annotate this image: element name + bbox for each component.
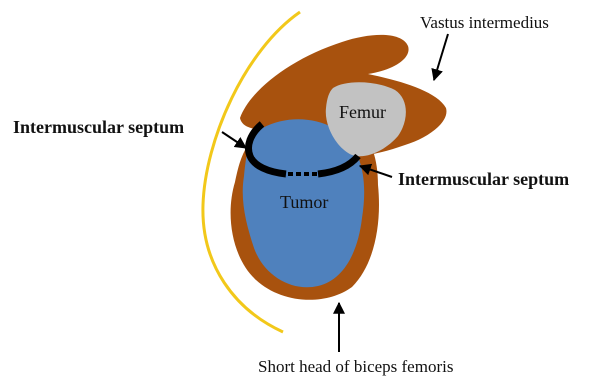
femur-label: Femur xyxy=(339,103,386,121)
septum-left-label: Intermuscular septum xyxy=(13,118,184,136)
arrow-vastus xyxy=(434,34,448,80)
vastus-intermedius-label: Vastus intermedius xyxy=(420,14,549,31)
septum-right-label: Intermuscular septum xyxy=(398,170,569,188)
arrow-septum-left xyxy=(222,132,246,148)
tumor-label: Tumor xyxy=(280,193,328,211)
biceps-femoris-label: Short head of biceps femoris xyxy=(258,358,453,375)
